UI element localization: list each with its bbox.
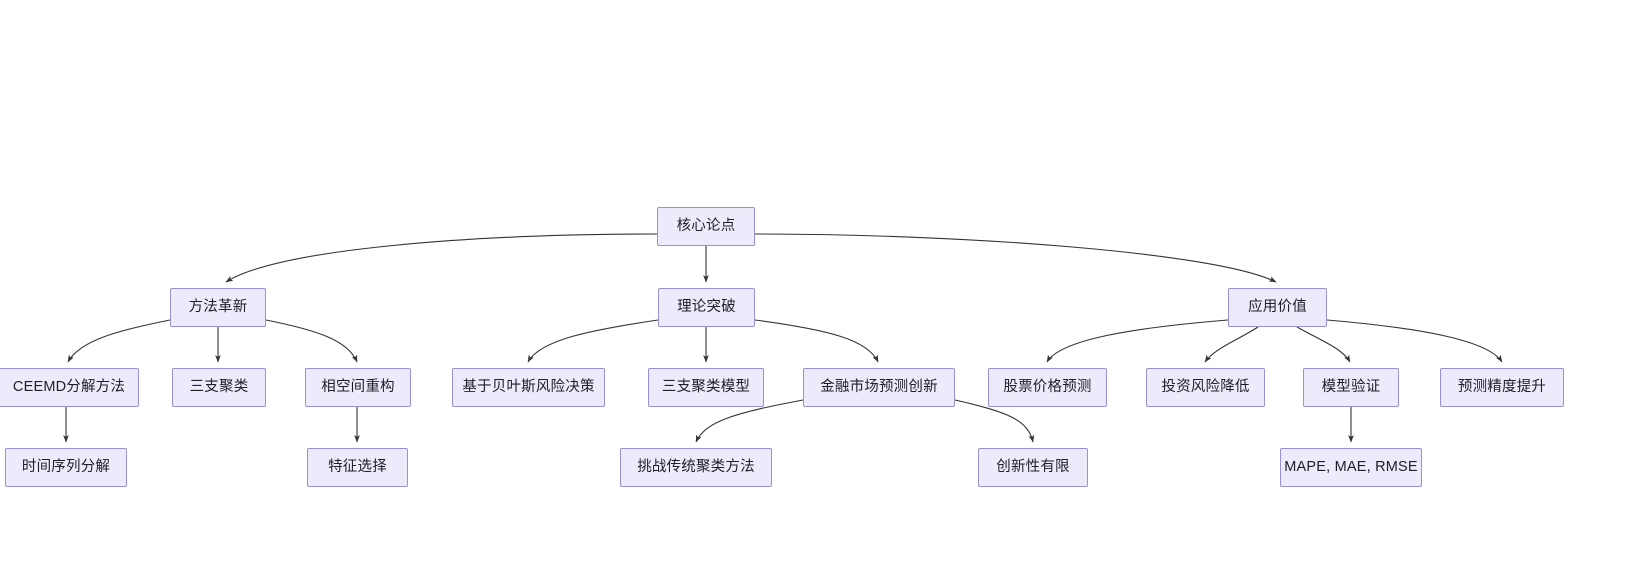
node-label: 核心论点 xyxy=(676,218,736,235)
node-l3c1[interactable]: 股票价格预测 xyxy=(988,368,1107,407)
node-label: CEEMD分解方法 xyxy=(12,379,126,396)
node-l4c[interactable]: 挑战传统聚类方法 xyxy=(620,448,772,487)
node-label: 理论突破 xyxy=(677,299,736,316)
node-label: 投资风险降低 xyxy=(1161,379,1250,396)
node-l3b3[interactable]: 金融市场预测创新 xyxy=(803,368,955,407)
node-label: 模型验证 xyxy=(1321,379,1381,396)
node-l4b[interactable]: 特征选择 xyxy=(307,448,408,487)
node-l3c4[interactable]: 预测精度提升 xyxy=(1440,368,1564,407)
node-label: 时间序列分解 xyxy=(21,459,111,476)
node-l3a1[interactable]: CEEMD分解方法 xyxy=(0,368,139,407)
node-label: 方法革新 xyxy=(188,299,248,316)
node-l4e[interactable]: MAPE, MAE, RMSE xyxy=(1280,448,1422,487)
node-label: 股票价格预测 xyxy=(1003,379,1092,396)
node-label: 预测精度提升 xyxy=(1457,379,1547,396)
node-l3b2[interactable]: 三支聚类模型 xyxy=(648,368,764,407)
node-l3a3[interactable]: 相空间重构 xyxy=(305,368,411,407)
node-label: 三支聚类模型 xyxy=(661,379,751,396)
node-label: 创新性有限 xyxy=(996,459,1070,476)
node-label: 应用价值 xyxy=(1248,299,1307,316)
node-l2a[interactable]: 方法革新 xyxy=(170,288,266,327)
node-root[interactable]: 核心论点 xyxy=(657,207,755,246)
node-label: 金融市场预测创新 xyxy=(820,379,938,396)
node-l2b[interactable]: 理论突破 xyxy=(658,288,755,327)
node-l3a2[interactable]: 三支聚类 xyxy=(172,368,266,407)
node-l3c2[interactable]: 投资风险降低 xyxy=(1146,368,1265,407)
node-l3b1[interactable]: 基于贝叶斯风险决策 xyxy=(452,368,605,407)
node-label: 挑战传统聚类方法 xyxy=(637,459,755,476)
node-l2c[interactable]: 应用价值 xyxy=(1228,288,1327,327)
node-l4a[interactable]: 时间序列分解 xyxy=(5,448,127,487)
node-label: 特征选择 xyxy=(328,459,387,476)
node-label: 相空间重构 xyxy=(321,379,395,396)
node-label: 三支聚类 xyxy=(189,379,249,396)
node-l4d[interactable]: 创新性有限 xyxy=(978,448,1088,487)
node-label: 基于贝叶斯风险决策 xyxy=(462,379,595,396)
node-label: MAPE, MAE, RMSE xyxy=(1284,459,1418,476)
node-l3c3[interactable]: 模型验证 xyxy=(1303,368,1399,407)
